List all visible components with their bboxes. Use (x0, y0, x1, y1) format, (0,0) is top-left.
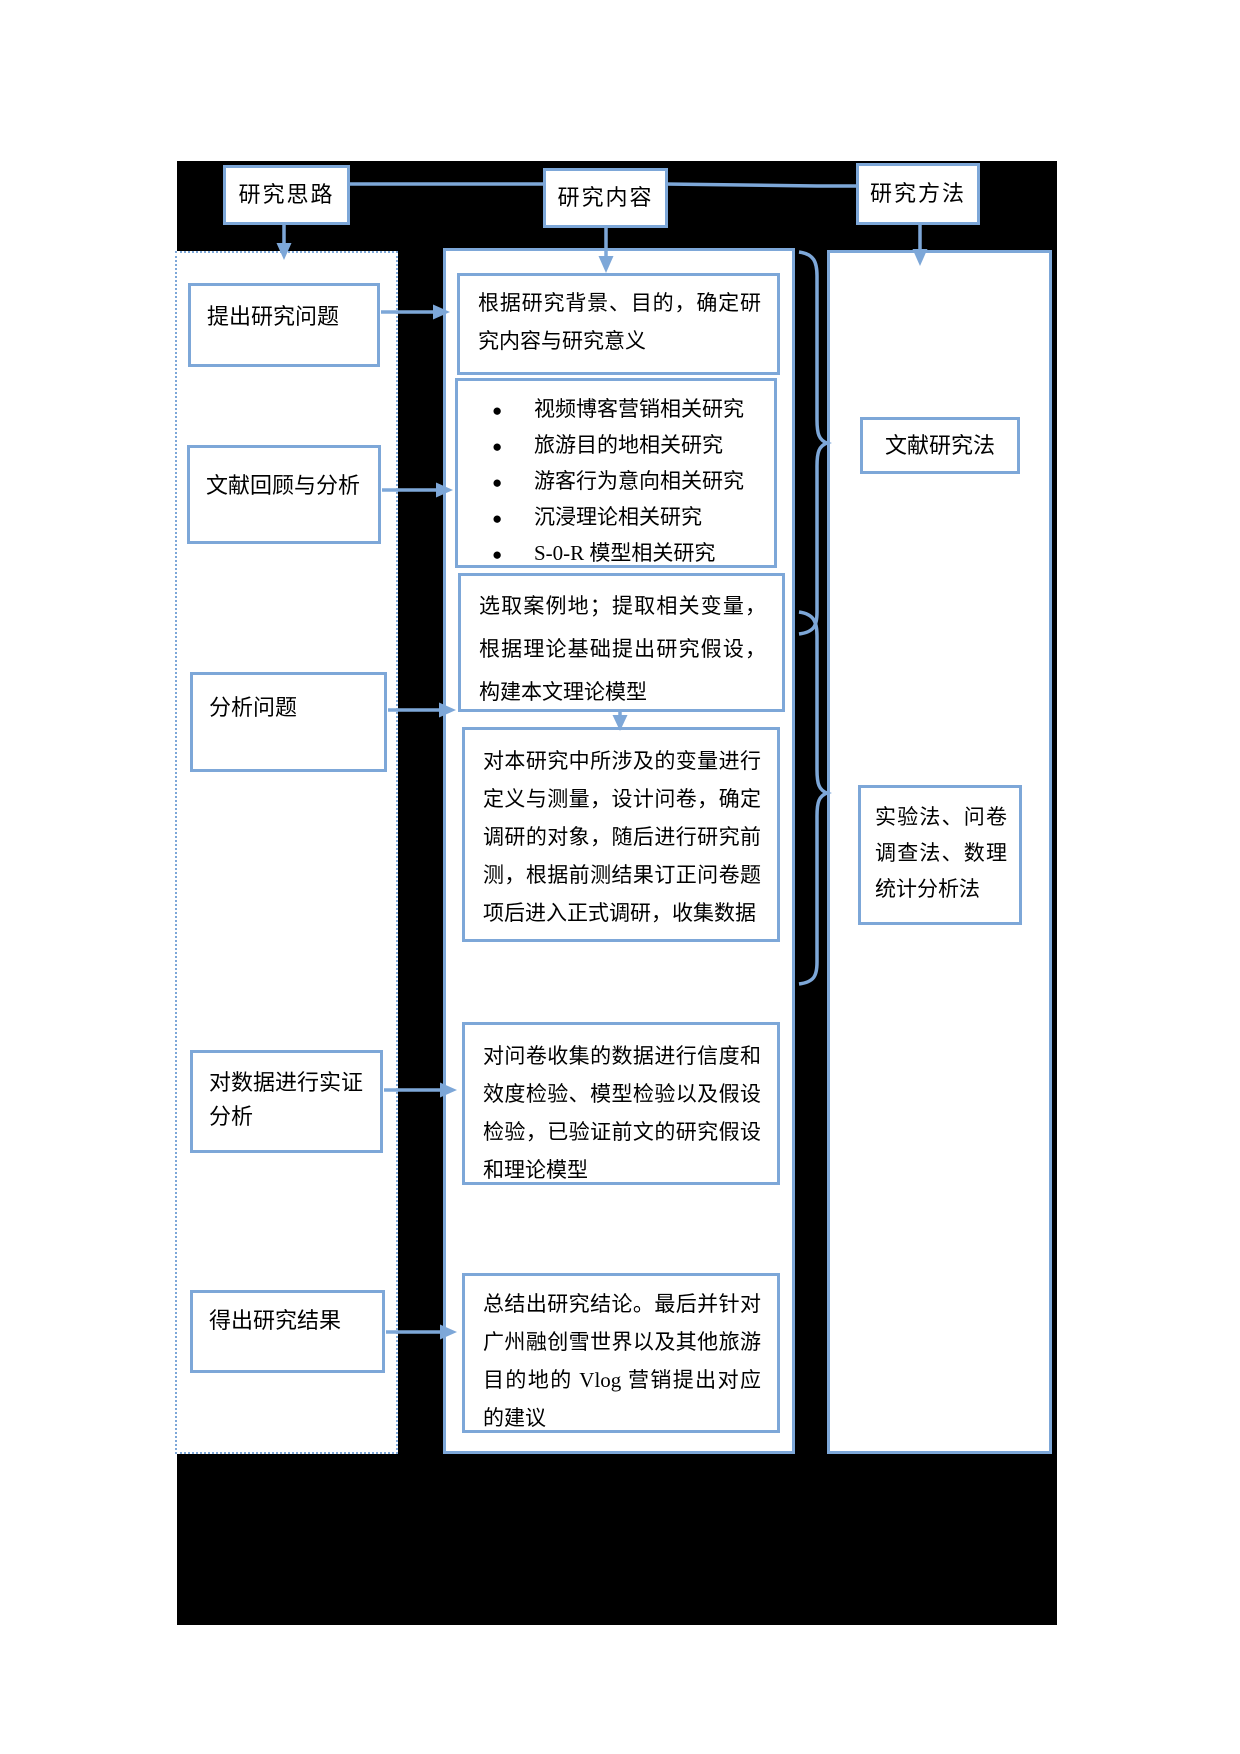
bullet-list-item: ● 沉浸理论相关研究 (466, 499, 766, 535)
bullet-text: 沉浸理论相关研究 (534, 505, 702, 529)
method-box-experiment-survey-statistics: 实验法、问卷调查法、数理统计分析法 (858, 785, 1022, 925)
header-box-research-approach: 研究思路 (223, 165, 350, 225)
content-text: 选取案例地；提取相关变量，根据理论基础提出研究假设，构建本文理论模型 (479, 594, 766, 704)
header-box-research-method: 研究方法 (856, 163, 980, 225)
content-box-data-validation: 对问卷收集的数据进行信度和效度检验、模型检验以及假设检验，已验证前文的研究假设和… (462, 1022, 780, 1185)
content-text: 对本研究中所涉及的变量进行定义与测量，设计问卷，确定调研的对象，随后进行研究前测… (483, 749, 761, 925)
content-text: 根据研究背景、目的，确定研究内容与研究意义 (478, 291, 761, 353)
research-approach-column (175, 251, 398, 1454)
step-label: 提出研究问题 (207, 304, 340, 329)
content-box-case-selection: 选取案例地；提取相关变量，根据理论基础提出研究假设，构建本文理论模型 (458, 573, 785, 712)
bullet-icon: ● (492, 509, 503, 528)
header-label-research-content: 研究内容 (557, 185, 654, 210)
header-label-research-approach: 研究思路 (238, 182, 335, 207)
content-box-conclusion: 总结出研究结论。最后并针对广州融创雪世界以及其他旅游目的地的 Vlog 营销提出… (462, 1273, 780, 1433)
bullet-list-item: ● S-0-R 模型相关研究 (466, 535, 766, 571)
step-label: 分析问题 (209, 695, 298, 720)
method-box-literature-research: 文献研究法 (860, 417, 1020, 474)
step-box-research-results: 得出研究结果 (190, 1290, 385, 1373)
bullet-list-item: ● 旅游目的地相关研究 (466, 427, 766, 463)
content-box-define-background: 根据研究背景、目的，确定研究内容与研究意义 (457, 273, 780, 375)
content-box-literature-bullets: ● 视频博客营销相关研究 ● 旅游目的地相关研究 ● 游客行为意向相关研究 ● 沉浸理论… (455, 378, 777, 568)
method-label: 实验法、问卷调查法、数理统计分析法 (875, 805, 1007, 901)
content-box-survey-design: 对本研究中所涉及的变量进行定义与测量，设计问卷，确定调研的对象，随后进行研究前测… (462, 727, 780, 942)
step-label: 对数据进行实证分析 (209, 1070, 364, 1129)
content-text: 对问卷收集的数据进行信度和效度检验、模型检验以及假设检验，已验证前文的研究假设和… (483, 1044, 761, 1182)
header-box-research-content: 研究内容 (543, 168, 668, 228)
step-box-literature-review: 文献回顾与分析 (187, 445, 381, 544)
bullet-icon: ● (492, 401, 503, 420)
method-label: 文献研究法 (884, 432, 995, 458)
step-label: 得出研究结果 (209, 1308, 342, 1333)
bullet-text: S-0-R 模型相关研究 (534, 541, 716, 565)
bullet-text: 游客行为意向相关研究 (534, 469, 744, 493)
bullet-text: 旅游目的地相关研究 (534, 433, 723, 457)
header-label-research-method: 研究方法 (869, 181, 966, 206)
step-label: 文献回顾与分析 (206, 473, 361, 498)
bullet-list-item: ● 视频博客营销相关研究 (466, 391, 766, 427)
bullet-text: 视频博客营销相关研究 (534, 397, 744, 421)
content-text: 总结出研究结论。最后并针对广州融创雪世界以及其他旅游目的地的 Vlog 营销提出… (483, 1292, 761, 1430)
step-box-raise-question: 提出研究问题 (188, 283, 380, 367)
bullet-icon: ● (492, 437, 503, 456)
bullet-list-item: ● 游客行为意向相关研究 (466, 463, 766, 499)
bullet-icon: ● (492, 545, 503, 564)
step-box-empirical-analysis: 对数据进行实证分析 (190, 1050, 383, 1153)
bullet-icon: ● (492, 473, 503, 492)
step-box-analyze-question: 分析问题 (190, 672, 387, 772)
